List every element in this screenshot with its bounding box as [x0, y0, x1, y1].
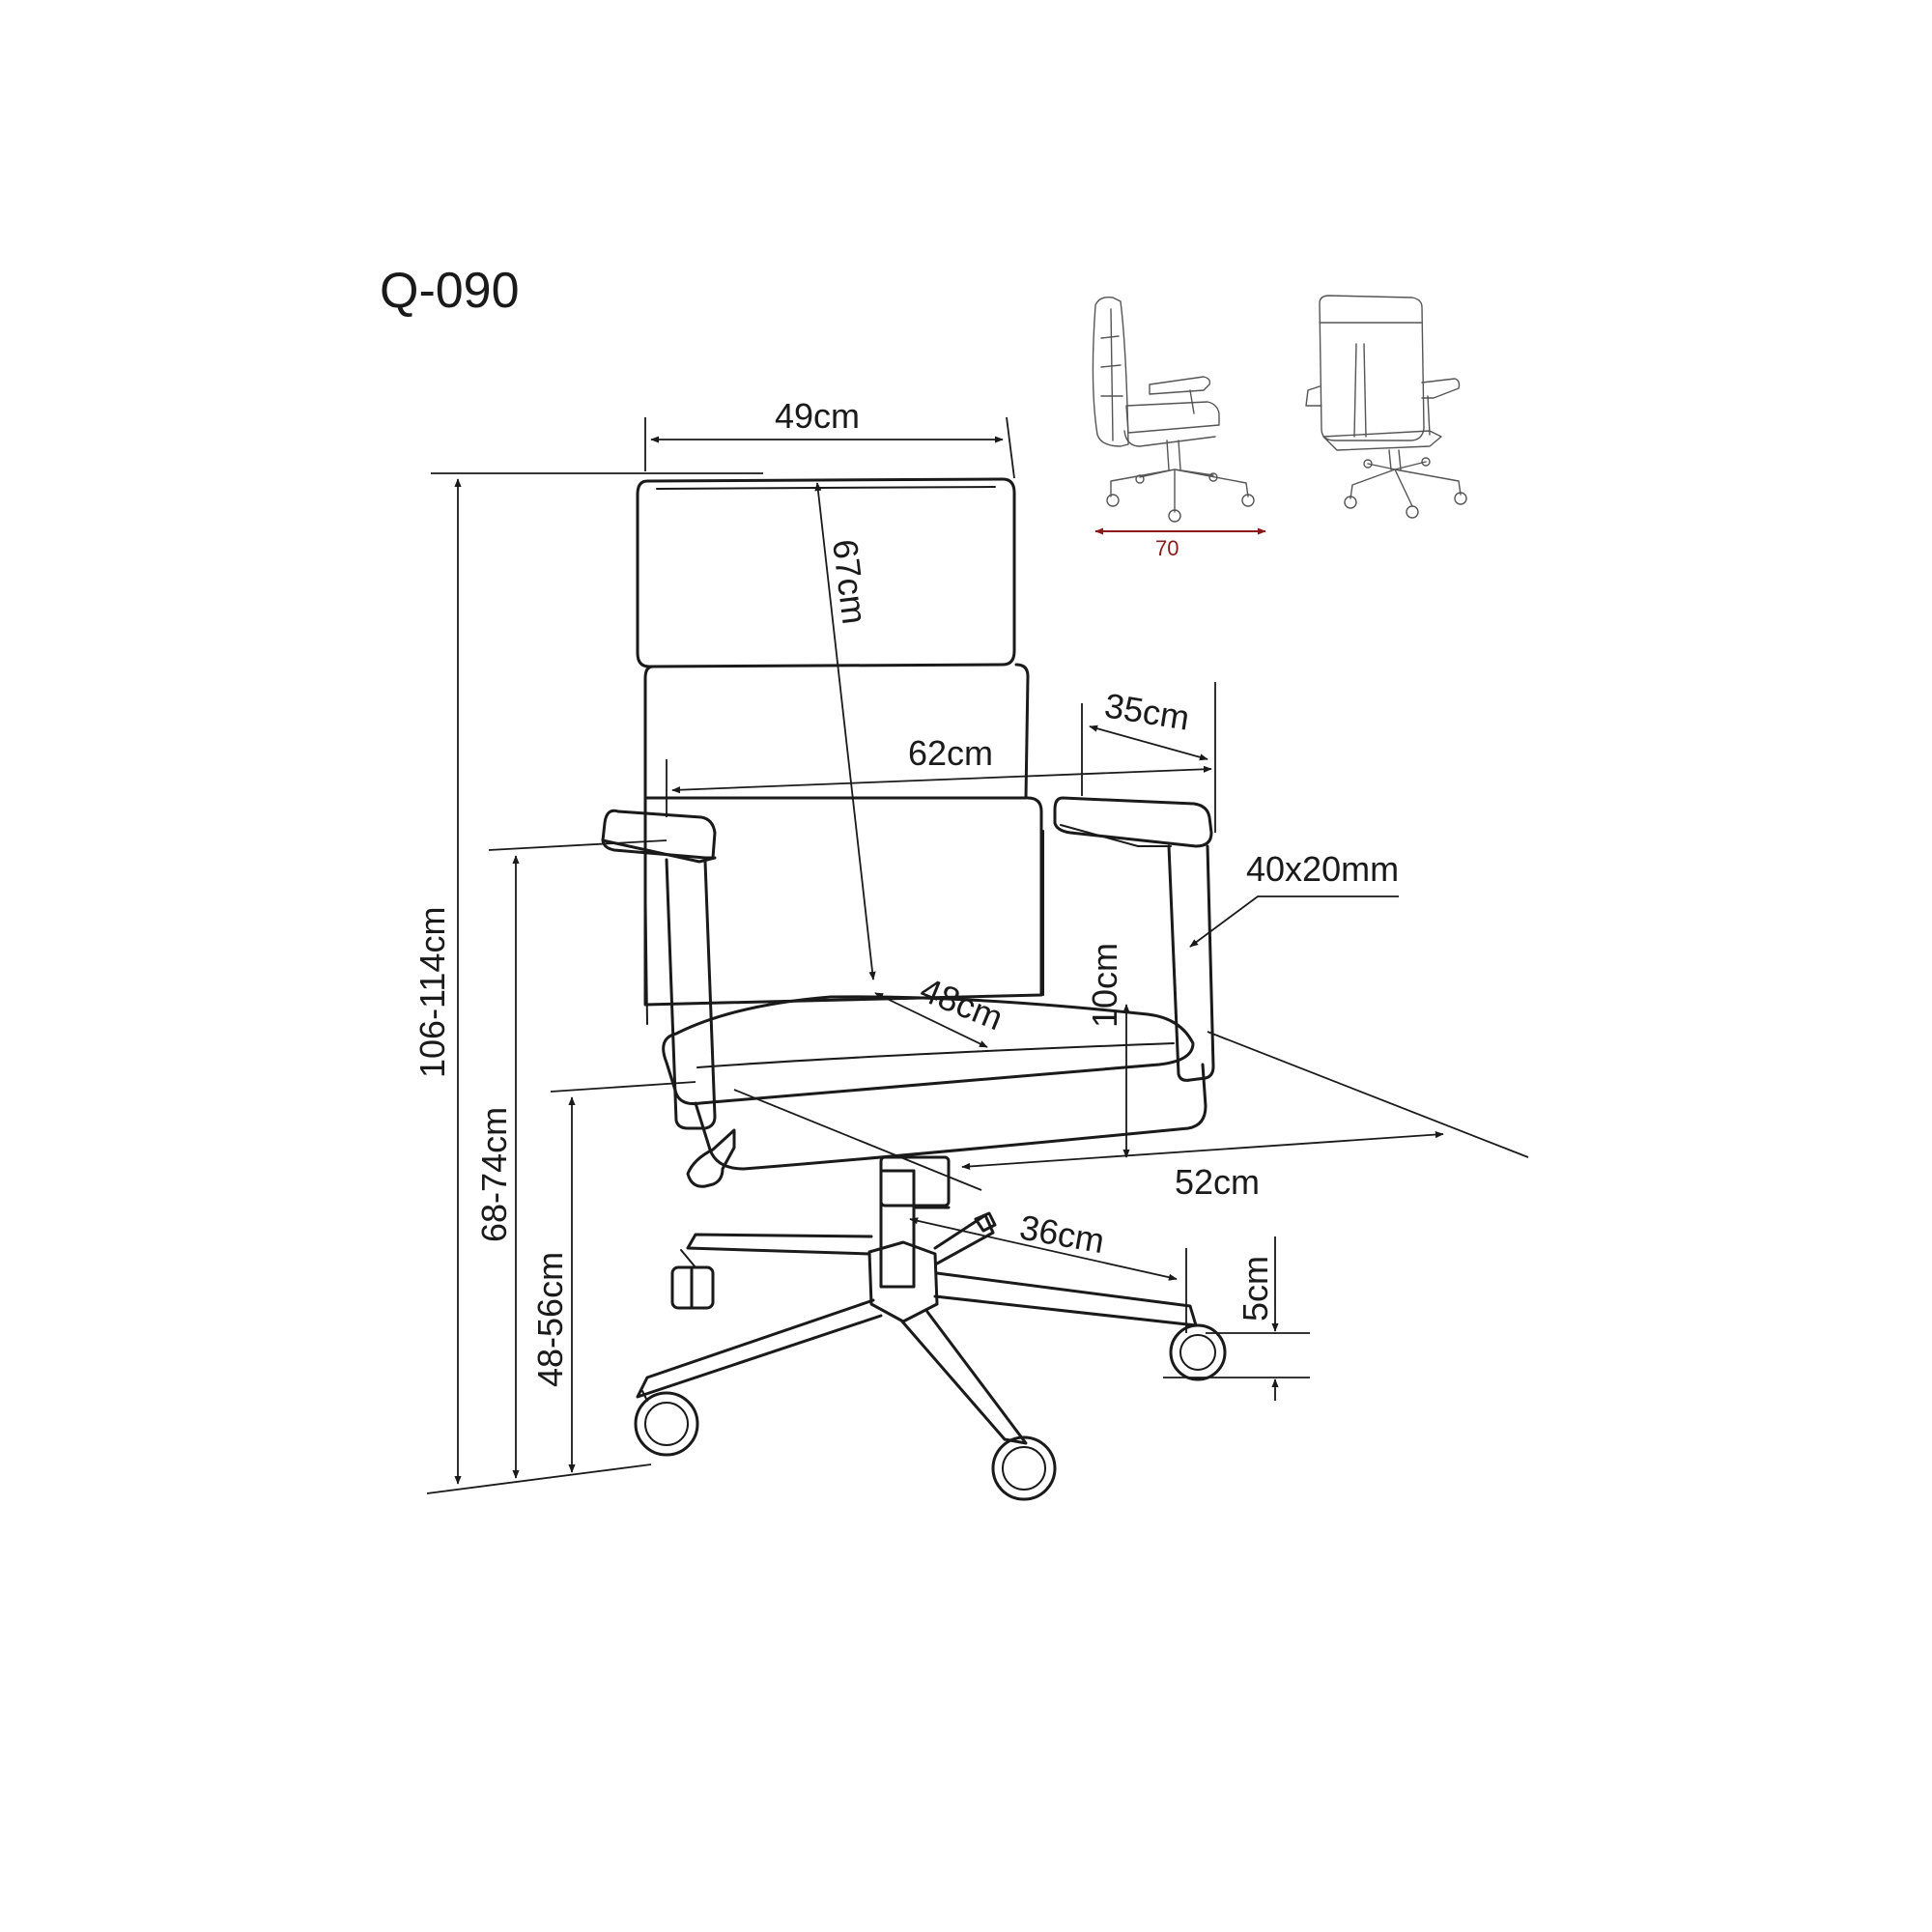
label-seat-height: 48-56cm	[530, 1252, 570, 1387]
back-view-thumbnail	[1305, 295, 1467, 519]
main-chair-drawing	[601, 477, 1227, 1501]
base-leg-left	[686, 1233, 873, 1256]
seat-base	[694, 1063, 1208, 1171]
label-caster-height: 5cm	[1236, 1256, 1275, 1321]
left-armrest-pad	[601, 809, 717, 860]
base-hub	[867, 1240, 939, 1323]
label-overall-depth: 52cm	[1175, 1162, 1260, 1202]
base-leg-front-left	[636, 1298, 883, 1399]
label-seat-thickness: 10cm	[1085, 943, 1124, 1028]
label-armrest-length: 35cm	[1102, 685, 1192, 737]
caster-right	[1169, 1323, 1227, 1381]
label-base-radius: 36cm	[1017, 1208, 1108, 1262]
caster-front-left	[634, 1390, 699, 1457]
back-cushion-lower	[643, 796, 1043, 1007]
label-side-depth: 70	[1155, 536, 1179, 560]
headrest	[636, 477, 1016, 668]
label-total-height: 106-114cm	[412, 907, 452, 1078]
base-leg-right-back	[933, 1213, 995, 1265]
side-view-thumbnail	[1092, 296, 1266, 535]
label-armrest-height: 68-74cm	[474, 1107, 514, 1242]
right-armrest-support	[1167, 844, 1215, 1082]
label-seat-depth: 48cm	[915, 969, 1009, 1037]
left-armrest-support	[665, 858, 717, 1130]
base-leg-front	[900, 1310, 1028, 1445]
gas-lift-cylinder	[879, 1169, 916, 1289]
dimension-lines	[426, 416, 1529, 1494]
product-title: Q-090	[380, 263, 520, 319]
label-backrest-width: 49cm	[775, 396, 860, 436]
label-armrest-profile: 40x20mm	[1246, 849, 1399, 889]
tilt-lever	[686, 1128, 736, 1188]
caster-left	[670, 1249, 715, 1310]
caster-front	[991, 1435, 1057, 1501]
right-armrest-pad	[1053, 796, 1213, 848]
base-leg-right	[933, 1271, 1198, 1327]
label-overall-width: 62cm	[908, 733, 993, 773]
seat-cushion	[662, 995, 1195, 1105]
